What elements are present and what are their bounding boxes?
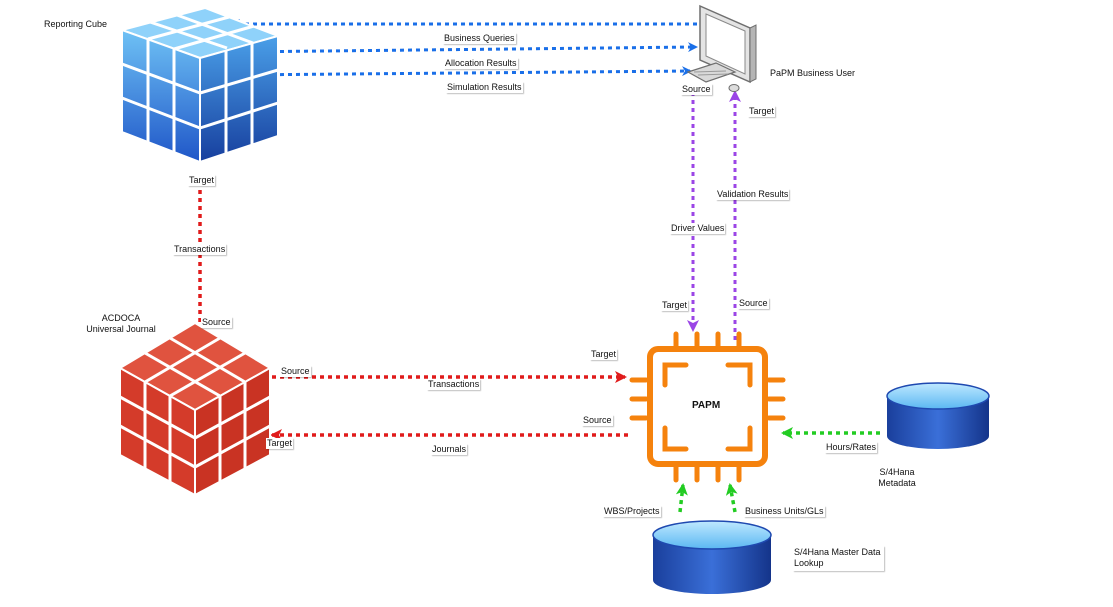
hours-rates-label: Hours/Rates (825, 442, 878, 453)
acdoca-label: ACDOCA Universal Journal (66, 313, 176, 335)
s4hana-metadata-database-icon (886, 382, 990, 449)
allocation-results-label: Allocation Results (444, 58, 518, 69)
transactions-horizontal-label: Transactions (427, 379, 481, 390)
validation-results-label: Validation Results (716, 189, 790, 200)
papm-target-left-label: Target (590, 349, 618, 360)
acdoca-source-label: Source (201, 317, 232, 328)
papm-chip-icon (629, 331, 786, 483)
acdoca-target-label: Target (266, 438, 294, 449)
papm-label: PAPM (692, 400, 721, 411)
s4hana-master-data-label-line1: S/4Hana Master Data (794, 547, 881, 557)
s4hana-master-data-database-icon (652, 520, 772, 594)
computer-icon (686, 4, 757, 92)
journals-label: Journals (431, 444, 468, 455)
s4hana-metadata-label-line1: S/4Hana (879, 467, 915, 477)
transactions-vertical-label: Transactions (173, 244, 227, 255)
wbs-projects-label: WBS/Projects (603, 506, 661, 517)
wbs-projects-arrow (675, 483, 688, 513)
acdoca-label-line1: ACDOCA (101, 313, 141, 323)
reporting-cube-label: Reporting Cube (44, 19, 108, 29)
user-source-label: Source (681, 84, 712, 95)
allocation-results-arrow (231, 42, 698, 54)
papm-target-top-label: Target (661, 300, 689, 311)
business-user-label: PaPM Business User (770, 68, 856, 78)
business-queries-label: Business Queries (443, 33, 516, 44)
simulation-results-arrow (231, 66, 692, 77)
acdoca-label-line2: Universal Journal (86, 324, 156, 334)
user-target-label: Target (748, 106, 776, 117)
s4hana-master-data-label: S/4Hana Master Data Lookup (793, 546, 884, 571)
driver-values-label: Driver Values (670, 223, 726, 234)
simulation-results-label: Simulation Results (446, 82, 523, 93)
s4hana-metadata-label: S/4Hana Metadata (862, 467, 932, 489)
acdoca-cube-icon (118, 321, 272, 497)
business-units-gls-label: Business Units/GLs (744, 506, 825, 517)
acdoca-source-right-label: Source (280, 366, 311, 377)
reporting-cube-icon (118, 6, 282, 164)
s4hana-master-data-label-line2: Lookup (794, 558, 824, 568)
cube-target-label: Target (188, 175, 216, 186)
papm-source-left-label: Source (582, 415, 613, 426)
papm-source-top-label: Source (738, 298, 769, 309)
business-units-arrow (725, 483, 738, 513)
s4hana-metadata-label-line2: Metadata (878, 478, 916, 488)
